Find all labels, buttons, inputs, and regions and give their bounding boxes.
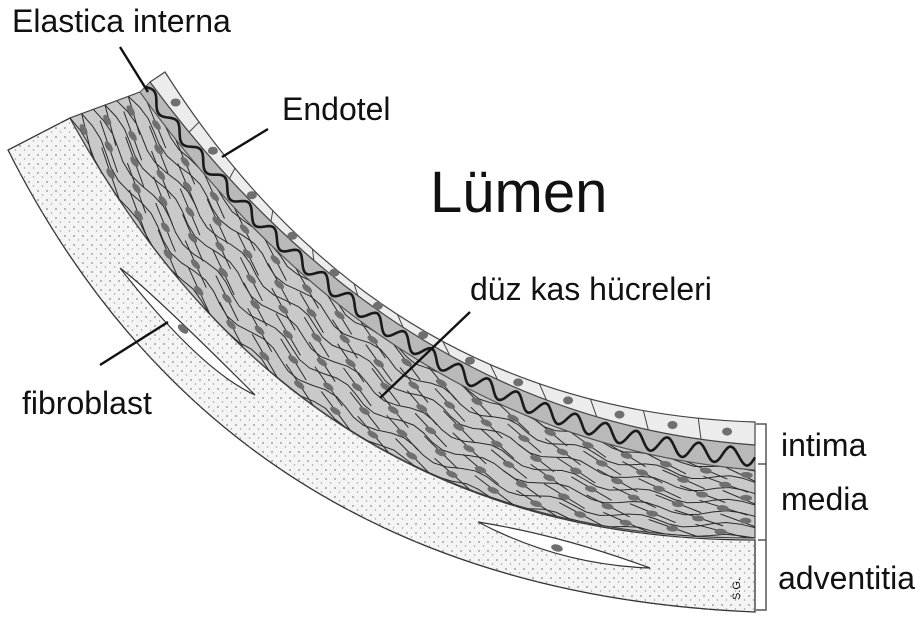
endothelial-nucleus [287,232,297,240]
endotel-leader [222,129,268,157]
endothelial-nucleus [615,411,625,419]
endothelial-nucleus [465,357,475,365]
elastica-interna-label: Elastica interna [12,3,231,39]
layer-bracket [756,424,766,610]
artist-signature: S.G. [731,578,743,600]
endothelial-nucleus [247,191,257,199]
endothelial-nucleus [329,269,339,277]
endothelial-nucleus [513,378,523,386]
media-label: media [781,481,868,517]
endothelial-nucleus [563,396,573,404]
intima-label: intima [781,427,867,463]
endotel-label: Endotel [282,91,391,127]
endothelial-nucleus [373,302,383,310]
endothelial-nucleus [418,331,428,339]
duz-kas-label: düz kas hücreleri [470,271,712,307]
endothelial-nucleus [668,421,678,429]
endothelial-nucleus [208,147,218,155]
elastica-leader [120,47,148,92]
endothelial-nucleus [171,99,181,107]
lumen-label: Lümen [430,160,607,225]
adventitia-label: adventitia [778,560,915,596]
endothelial-nucleus [722,428,732,436]
fibroblast-label: fibroblast [22,385,152,421]
